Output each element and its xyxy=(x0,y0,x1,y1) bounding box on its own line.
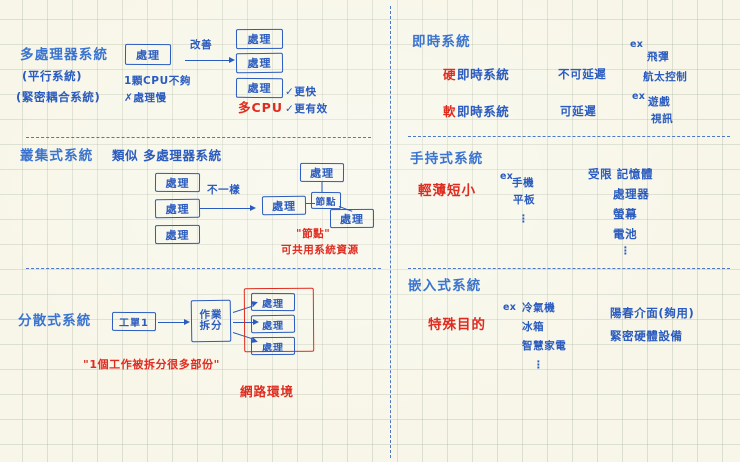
handheld-title: 手持式系統 xyxy=(410,151,484,167)
embedded-example-1: 冷氣機 xyxy=(522,302,556,314)
right-divider-1 xyxy=(408,136,730,137)
embedded-ex-tag: ex xyxy=(503,302,517,313)
handheld-limit-3: 電池 xyxy=(613,227,638,241)
distributed-branch-head-2 xyxy=(253,318,259,325)
embedded-note-2: 緊密硬體設備 xyxy=(610,329,683,343)
realtime-soft-example-1: 遊戲 xyxy=(648,96,671,108)
distributed-red-quote: "1個工作被拆分很多部份" xyxy=(83,358,220,371)
distributed-processor-box-2: 處理 xyxy=(250,314,296,334)
handheld-example-1: 手機 xyxy=(512,177,535,189)
cluster-red-note-line2: 可共用系統資源 xyxy=(281,244,359,256)
distributed-job-arrow-head xyxy=(184,318,190,325)
vertical-divider xyxy=(390,6,391,458)
multiprocessor-multi-cpu-label: 多CPU xyxy=(238,100,283,115)
handheld-ex-tag: ex xyxy=(500,171,514,182)
multiprocessor-arrow-head xyxy=(229,56,235,63)
left-divider-2 xyxy=(26,268,381,269)
right-divider-2 xyxy=(408,268,730,269)
multiprocessor-note-slow: ✗處理慢 xyxy=(124,92,167,104)
cluster-node-box: 節點 xyxy=(310,191,342,210)
realtime-hard-name: 即時系統 xyxy=(457,67,510,82)
multiprocessor-title: 多處理器系統 xyxy=(20,47,109,63)
distributed-job-arrow-line xyxy=(158,322,186,323)
handheld-example-more: ⋮ xyxy=(518,213,530,225)
realtime-soft-prefix: 軟 xyxy=(443,104,457,119)
distributed-split-line2: 拆分 xyxy=(199,319,223,333)
multiprocessor-alias-parallel: (平行系統) xyxy=(22,69,83,83)
distributed-branch-arrow-2 xyxy=(233,322,255,323)
distributed-title: 分散式系統 xyxy=(18,313,92,329)
embedded-title: 嵌入式系統 xyxy=(408,278,482,294)
cluster-right-box-right: 處理 xyxy=(329,208,375,229)
handheld-limit-more: ⋮ xyxy=(620,245,632,257)
multiprocessor-arrow-label: 改善 xyxy=(190,39,213,51)
left-divider-1 xyxy=(26,137,371,138)
multiprocessor-single-box: 處理 xyxy=(124,43,172,66)
realtime-soft-example-2: 視訊 xyxy=(651,113,674,125)
realtime-hard-latency: 不可延遲 xyxy=(558,67,607,81)
multiprocessor-note-cpu: 1顆CPU不夠 xyxy=(124,75,191,87)
multiprocessor-box-3: 處理 xyxy=(235,77,284,99)
cluster-arrow-head xyxy=(250,204,256,211)
cluster-arrow-line xyxy=(200,208,252,209)
cluster-right-box-left: 處理 xyxy=(261,195,307,216)
cluster-title: 叢集式系統 xyxy=(20,148,94,164)
distributed-job-box: 工單1 xyxy=(111,311,157,332)
handheld-example-2: 平板 xyxy=(513,194,536,206)
distributed-processor-box-1: 處理 xyxy=(250,292,296,312)
embedded-example-2: 冰箱 xyxy=(522,321,545,333)
embedded-example-more: ⋮ xyxy=(533,359,545,371)
cluster-arrow-label: 不一樣 xyxy=(207,184,241,196)
cluster-similar-note: 類似 多處理器系統 xyxy=(112,148,222,163)
multiprocessor-benefit-efficient: ✓更有效 xyxy=(285,103,328,115)
cluster-right-box-top: 處理 xyxy=(299,162,345,183)
realtime-soft-latency: 可延遲 xyxy=(560,104,597,118)
cluster-left-box-3: 處理 xyxy=(154,224,201,245)
multiprocessor-box-1: 處理 xyxy=(235,28,284,50)
handheld-limit-1: 處理器 xyxy=(613,187,650,201)
embedded-example-3: 智慧家電 xyxy=(522,340,567,352)
multiprocessor-benefit-faster: ✓更快 xyxy=(285,86,317,98)
distributed-network-label: 網路環境 xyxy=(240,384,295,399)
multiprocessor-alias-tightly-coupled: (緊密耦合系統) xyxy=(16,90,101,104)
realtime-hard-example-2: 航太控制 xyxy=(643,71,688,83)
multiprocessor-box-2: 處理 xyxy=(235,52,284,74)
cluster-link-node-left xyxy=(306,203,315,204)
realtime-soft-ex-tag: ex xyxy=(632,91,646,102)
cluster-left-box-2: 處理 xyxy=(154,198,201,219)
cluster-link-node-top xyxy=(321,181,323,193)
realtime-hard-prefix: 硬 xyxy=(443,67,457,82)
handheld-limits-head: 受限 記憶體 xyxy=(588,167,654,181)
handheld-limit-2: 螢幕 xyxy=(613,207,638,221)
distributed-split-box: 作業 拆分 xyxy=(190,299,232,343)
distributed-processor-box-3: 處理 xyxy=(250,336,296,356)
realtime-hard-example-1: 飛彈 xyxy=(647,51,670,63)
handheld-feature: 輕薄短小 xyxy=(418,183,476,199)
embedded-note-1: 陽春介面(夠用) xyxy=(610,306,695,320)
multiprocessor-arrow-line xyxy=(185,60,231,61)
cluster-left-box-1: 處理 xyxy=(154,172,201,193)
embedded-feature: 特殊目的 xyxy=(428,317,486,333)
cluster-red-note-line1: "節點" xyxy=(296,228,331,240)
realtime-hard-ex-tag: ex xyxy=(630,39,644,50)
realtime-soft-name: 即時系統 xyxy=(457,104,510,119)
realtime-title: 即時系統 xyxy=(412,34,471,50)
